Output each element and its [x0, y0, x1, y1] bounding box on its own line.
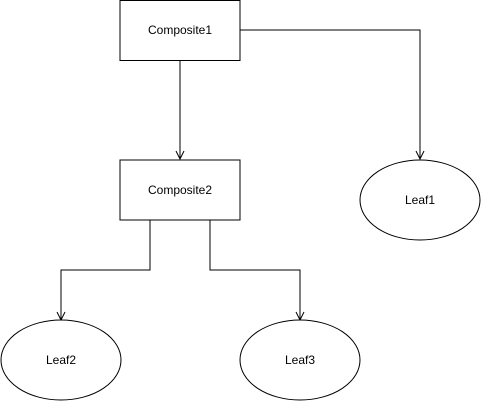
arrowhead-composite2 — [175, 150, 185, 161]
node-leaf3[interactable]: Leaf3 — [239, 319, 361, 401]
node-composite2[interactable]: Composite2 — [119, 159, 241, 221]
composite1-label: Composite1 — [148, 23, 212, 37]
edges — [56, 29, 425, 322]
leaf2-ellipse — [0, 319, 122, 401]
node-composite1[interactable]: Composite1 — [119, 0, 241, 61]
edge-composite1-leaf1 — [240, 29, 421, 158]
leaf1-ellipse — [359, 159, 481, 241]
arrowhead-leaf1 — [415, 150, 425, 161]
composite2-label: Composite2 — [148, 183, 212, 197]
node-leaf1[interactable]: Leaf1 — [359, 159, 481, 241]
node-leaf2[interactable]: Leaf2 — [0, 319, 122, 401]
composite2-box — [119, 159, 241, 221]
edge-composite2-leaf2 — [60, 220, 151, 319]
leaf2-label: Leaf2 — [46, 353, 76, 367]
leaf3-ellipse — [239, 319, 361, 401]
leaf3-label: Leaf3 — [285, 353, 315, 367]
edge-composite2-leaf3 — [209, 220, 301, 319]
composite1-box — [119, 0, 241, 61]
leaf1-label: Leaf1 — [405, 193, 435, 207]
